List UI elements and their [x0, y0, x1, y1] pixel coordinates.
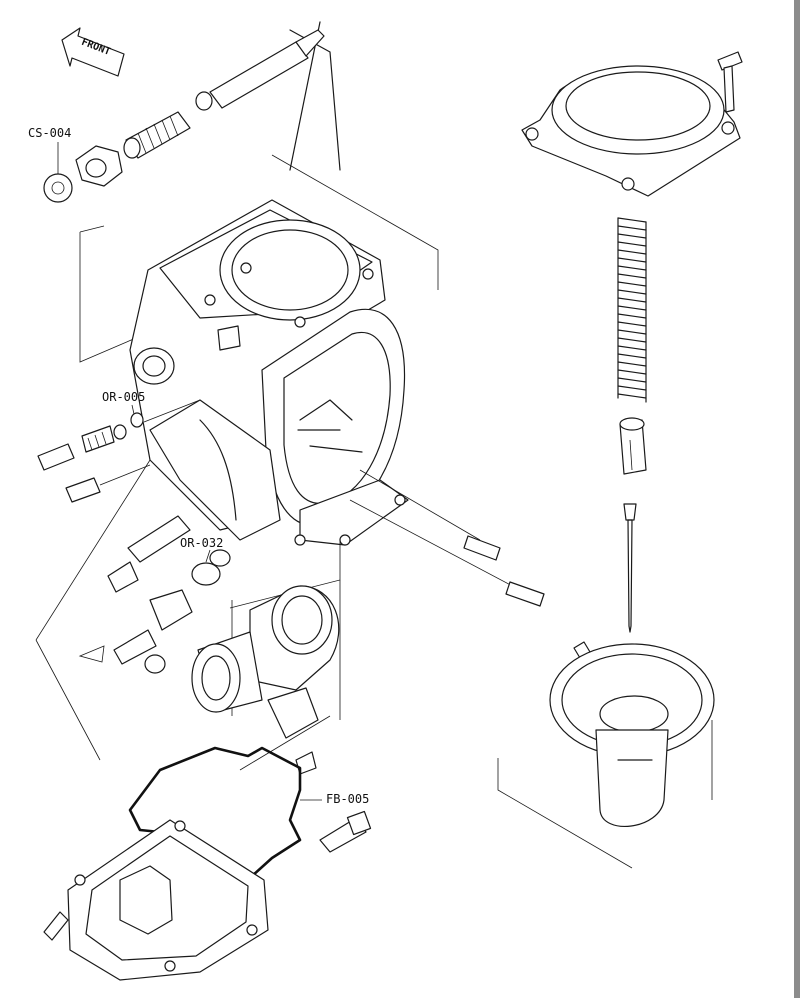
label-or-005: OR-005: [102, 390, 145, 404]
jet-screws: [37, 399, 231, 674]
leader-or032: [205, 549, 211, 563]
float-bowl: [43, 819, 269, 981]
leader-or005: [131, 404, 135, 415]
label-or-032: OR-032: [180, 536, 223, 550]
carburetor-body: [35, 154, 439, 761]
vacuum-piston: [497, 641, 715, 869]
pilot-screw-assembly: [43, 21, 341, 203]
jet-needle: [623, 503, 637, 633]
slide-spring: [617, 217, 647, 403]
page-edge-bar: [794, 0, 800, 998]
drain-screw: [319, 810, 372, 853]
top-cover: [521, 51, 743, 197]
throttle-rods: [349, 469, 545, 607]
label-fb-005: FB-005: [326, 792, 369, 806]
front-arrow: FRONT: [61, 27, 125, 77]
label-cs-004: CS-004: [28, 126, 71, 140]
intake-elbow: [191, 580, 341, 775]
needle-holder: [619, 417, 647, 475]
